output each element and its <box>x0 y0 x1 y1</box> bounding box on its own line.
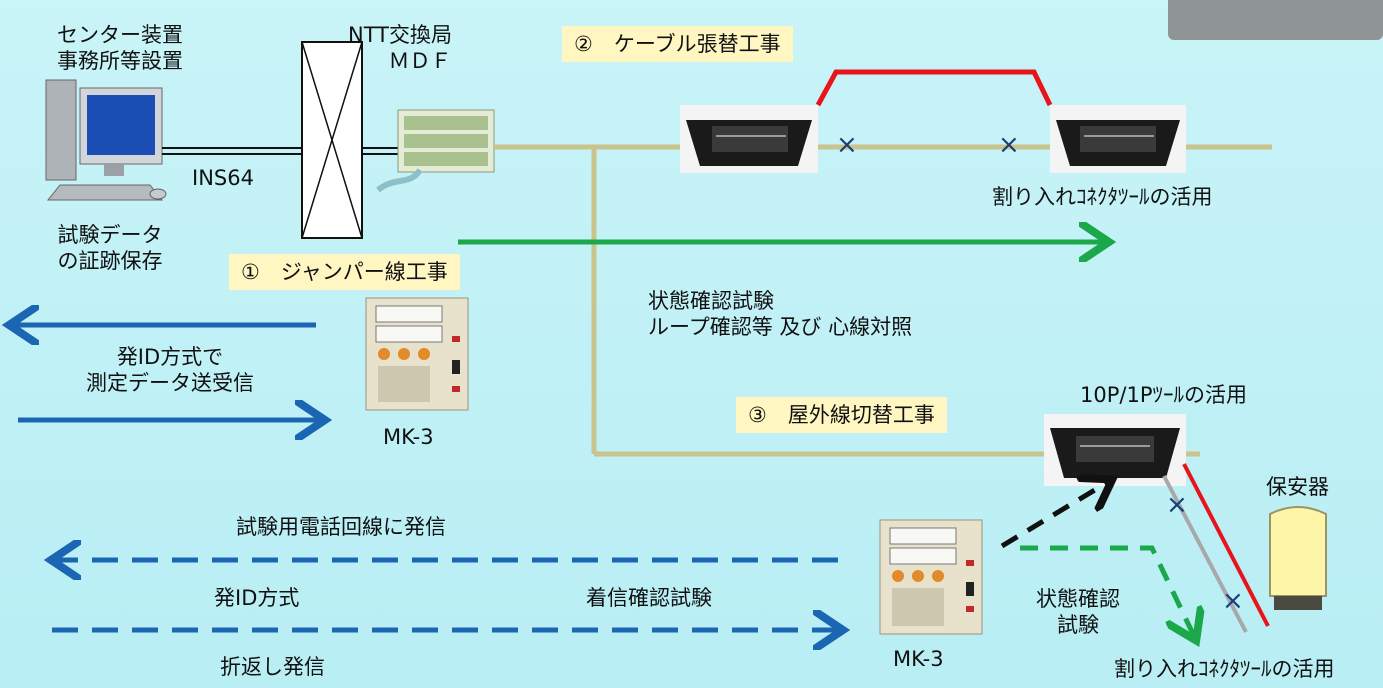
id-method-line1: 発ID方式で <box>116 345 224 369</box>
connector-tool-bottom-label: 割り入れｺﾈｸﾀﾂｰﾙの活用 <box>1114 657 1335 681</box>
connector-box-icon <box>1044 414 1186 486</box>
status-test-small-line1: 状態確認 <box>1036 587 1120 611</box>
protector-label: 保安器 <box>1266 475 1329 499</box>
mdf-icon <box>376 109 495 193</box>
connector-tool-top-label: 割り入れｺﾈｸﾀﾂｰﾙの活用 <box>992 185 1213 209</box>
status-test-small-line2: 試験 <box>1057 613 1099 637</box>
callback-label: 折返し発信 <box>220 655 325 679</box>
status-test-small-label: 状態確認 試験 <box>1018 586 1138 638</box>
center-device-label: センター装置 事務所等設置 <box>20 22 220 74</box>
test-call-label: 試験用電話回線に発信 <box>236 515 446 539</box>
id-method-label: 発ID方式で 測定データ送受信 <box>40 344 300 396</box>
mk3-tester-icon <box>365 297 469 411</box>
mk3-tester-icon <box>879 519 983 635</box>
tool-10p-label: 10P/1Pﾂｰﾙの活用 <box>1080 383 1247 407</box>
mk3-to-tool-arrow <box>1000 482 1108 549</box>
step3-outdoor-label: ③ 屋外線切替工事 <box>736 397 947 433</box>
mdf-frame <box>301 41 363 239</box>
id-method-line2: 測定データ送受信 <box>86 371 254 395</box>
test-data-line1: 試験データ <box>57 223 163 247</box>
mk3-upper-label: MK-3 <box>383 425 434 449</box>
status-test-label: 状態確認試験 ループ確認等 及び 心線対照 <box>648 288 912 340</box>
test-data-label: 試験データ の証跡保存 <box>20 222 200 274</box>
status-test-line1: 状態確認試験 <box>648 289 774 313</box>
protector-icon <box>1269 506 1327 610</box>
cable-lines <box>494 144 1272 457</box>
cut-mark: × <box>1222 586 1244 616</box>
exchange-label-line1: NTT交換局 <box>348 23 452 47</box>
connector-box-icon <box>680 105 818 173</box>
mk3-lower-label: MK-3 <box>893 647 944 671</box>
exchange-label-line2: ＭＤＦ <box>388 49 452 73</box>
id-method-short-label: 発ID方式 <box>214 586 300 610</box>
step1-jumper-label: ① ジャンパー線工事 <box>229 254 460 290</box>
center-label-line1: センター装置 <box>57 23 183 47</box>
connector-box-icon <box>1050 105 1186 173</box>
drop-wire-grey <box>1162 475 1248 633</box>
status-test-line2: ループ確認等 及び 心線対照 <box>648 315 913 339</box>
mk3-status-arrow <box>1020 545 1194 636</box>
cut-mark: × <box>836 130 858 160</box>
computer-icon <box>45 79 167 201</box>
ins64-label: INS64 <box>192 166 254 190</box>
center-label-line2: 事務所等設置 <box>57 49 183 73</box>
new-cable-red <box>815 69 1053 107</box>
step2-cable-label: ② ケーブル張替工事 <box>562 26 793 62</box>
cut-mark: × <box>1166 490 1188 520</box>
incoming-test-label: 着信確認試験 <box>586 586 712 610</box>
drop-wire-red <box>1182 463 1270 627</box>
cut-mark: × <box>998 130 1020 160</box>
top-right-panel <box>1168 0 1383 40</box>
exchange-label: NTT交換局 ＭＤＦ <box>320 22 480 74</box>
test-data-line2: の証跡保存 <box>57 249 163 273</box>
